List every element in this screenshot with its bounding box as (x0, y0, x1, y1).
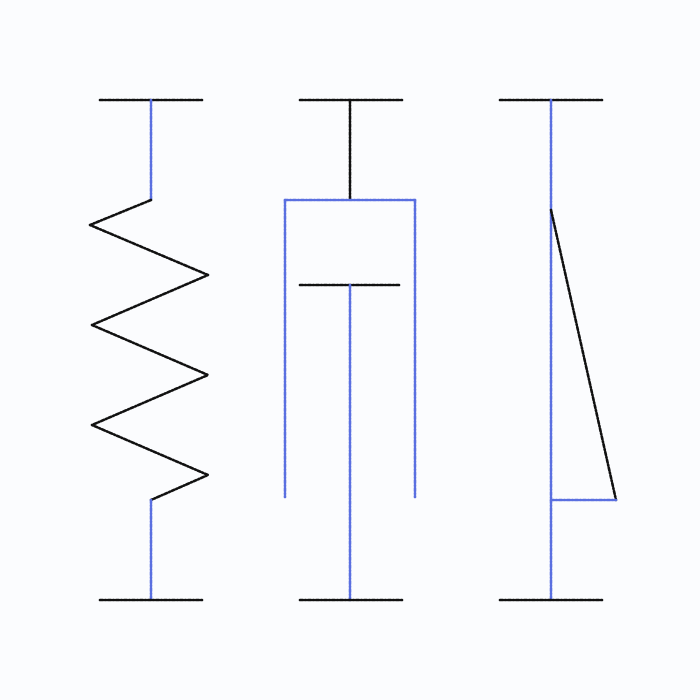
spring-coil (88, 198, 210, 502)
wedge-icon (498, 98, 618, 602)
wedge-hypotenuse (549, 208, 618, 502)
spring-icon (88, 98, 210, 602)
dashpot-icon (283, 98, 417, 602)
